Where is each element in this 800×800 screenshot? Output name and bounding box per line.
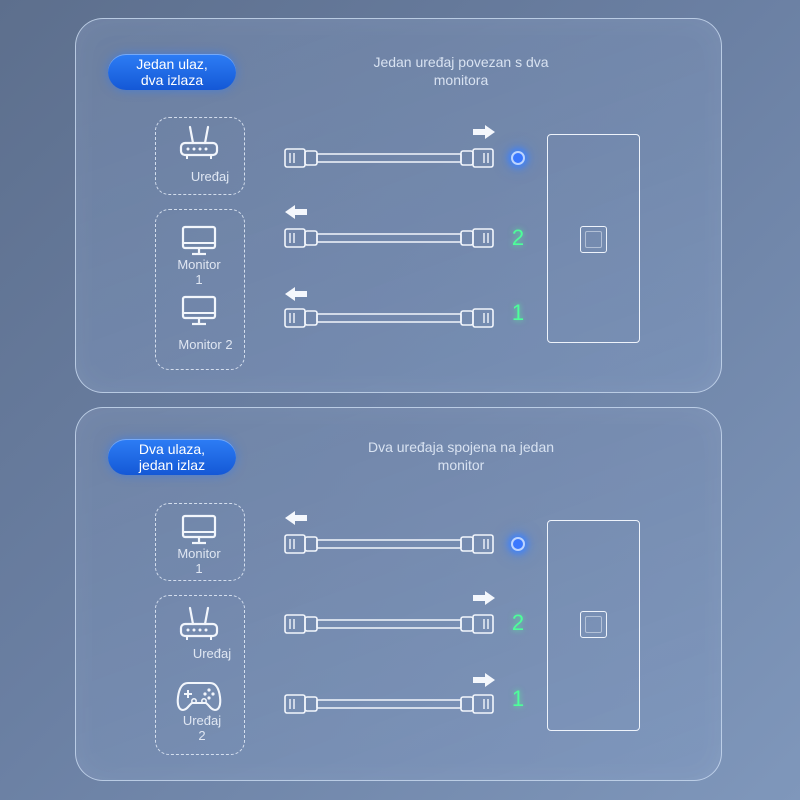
monitor-1-label: Monitor 1 — [177, 546, 221, 576]
mode-badge: Jedan ulaz, dva izlaza — [108, 54, 236, 90]
arrow-right-icon — [473, 125, 495, 139]
hdmi-switch-body — [547, 134, 640, 343]
monitor-icon — [181, 295, 217, 326]
arrow-right-icon — [473, 591, 495, 605]
source-devices-box — [155, 595, 245, 755]
source-device-box — [155, 117, 245, 195]
hdmi-switch-body — [547, 520, 640, 731]
port-number-1: 1 — [511, 300, 525, 325]
port-number-2: 2 — [511, 610, 525, 635]
arrow-right-icon — [473, 673, 495, 687]
hdmi-cable — [284, 148, 494, 168]
output-device-box — [155, 503, 245, 581]
port-number-2: 2 — [511, 225, 525, 250]
hdmi-cable — [284, 614, 494, 634]
gamepad-icon — [176, 681, 222, 712]
monitor-icon — [181, 225, 217, 256]
hdmi-cable — [284, 694, 494, 714]
output-devices-box — [155, 209, 245, 370]
router-icon — [179, 125, 219, 159]
arrow-left-icon — [285, 511, 307, 525]
monitor-icon — [181, 514, 217, 545]
monitor-1-label: Monitor 1 — [177, 257, 221, 287]
port-number-1: 1 — [511, 686, 525, 711]
device-2-label: Uređaj 2 — [182, 713, 222, 743]
hdmi-cable — [284, 534, 494, 554]
mode-badge-label: Dva ulaza, jedan izlaz — [138, 441, 206, 473]
device-label: Uređaj — [190, 169, 230, 184]
mode-description: Dva uređaja spojena na jedan monitor — [367, 439, 555, 473]
status-led — [511, 151, 525, 165]
mode-badge: Dva ulaza, jedan izlaz — [108, 439, 236, 475]
router-icon — [179, 606, 219, 640]
switch-button — [580, 611, 607, 638]
hdmi-cable — [284, 308, 494, 328]
mode-description: Jedan uređaj povezan s dva monitora — [373, 54, 549, 88]
arrow-left-icon — [285, 287, 307, 301]
status-led — [511, 537, 525, 551]
arrow-left-icon — [285, 205, 307, 219]
device-label: Uređaj — [192, 646, 232, 661]
mode-badge-label: Jedan ulaz, dva izlaza — [136, 56, 208, 88]
hdmi-cable — [284, 228, 494, 248]
monitor-2-label: Monitor 2 — [178, 337, 233, 352]
switch-button — [580, 226, 607, 253]
